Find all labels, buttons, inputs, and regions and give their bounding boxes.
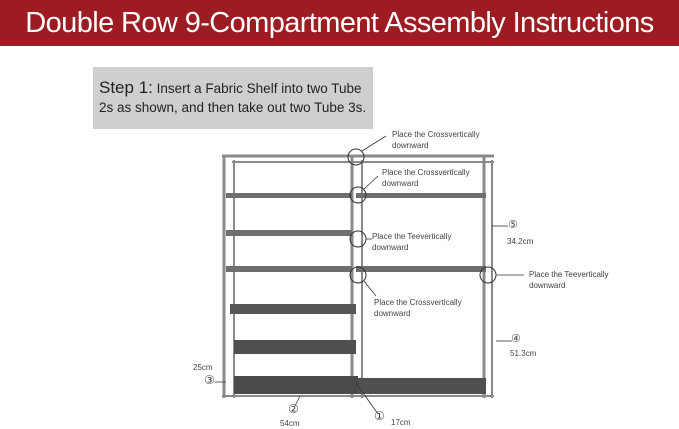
part-3-marker: ③ xyxy=(204,373,215,387)
annotation-tee-right: Place the Teevertically downward xyxy=(529,270,609,290)
step-instruction-box: Step 1: Insert a Fabric Shelf into two T… xyxy=(93,67,373,129)
annotation-cross-lower: Place the Crossvertically downward xyxy=(374,298,462,318)
header-banner: Double Row 9-Compartment Assembly Instru… xyxy=(0,0,679,46)
page-title: Double Row 9-Compartment Assembly Instru… xyxy=(25,6,654,39)
annotation-cross-top: Place the Crossvertically downward xyxy=(392,130,480,150)
part-1-dimension: 17cm xyxy=(391,418,411,427)
annotation-cross-second: Place the Crossvertically downward xyxy=(382,168,470,188)
part-5-marker: ⑤ xyxy=(508,219,518,231)
part-2-dimension: 54cm xyxy=(280,419,300,428)
part-4-marker: ④ xyxy=(511,333,521,345)
part-3-dimension: 25cm xyxy=(193,363,213,372)
annotation-tee-left: Place the Teevertically downward xyxy=(372,232,452,252)
part-2-marker: ② xyxy=(288,402,299,416)
step-label: Step 1: xyxy=(99,78,153,97)
callout-leaders xyxy=(215,135,524,415)
step-text-block: Step 1: Insert a Fabric Shelf into two T… xyxy=(99,78,371,117)
part-5-dimension: 34.2cm xyxy=(507,237,534,246)
part-1-marker: ① xyxy=(374,409,385,423)
part-4-dimension: 51.3cm xyxy=(510,349,537,358)
shelf-rack-illustration xyxy=(222,154,494,398)
step-instruction: Insert a Fabric Shelf into two Tube 2s a… xyxy=(99,81,367,115)
